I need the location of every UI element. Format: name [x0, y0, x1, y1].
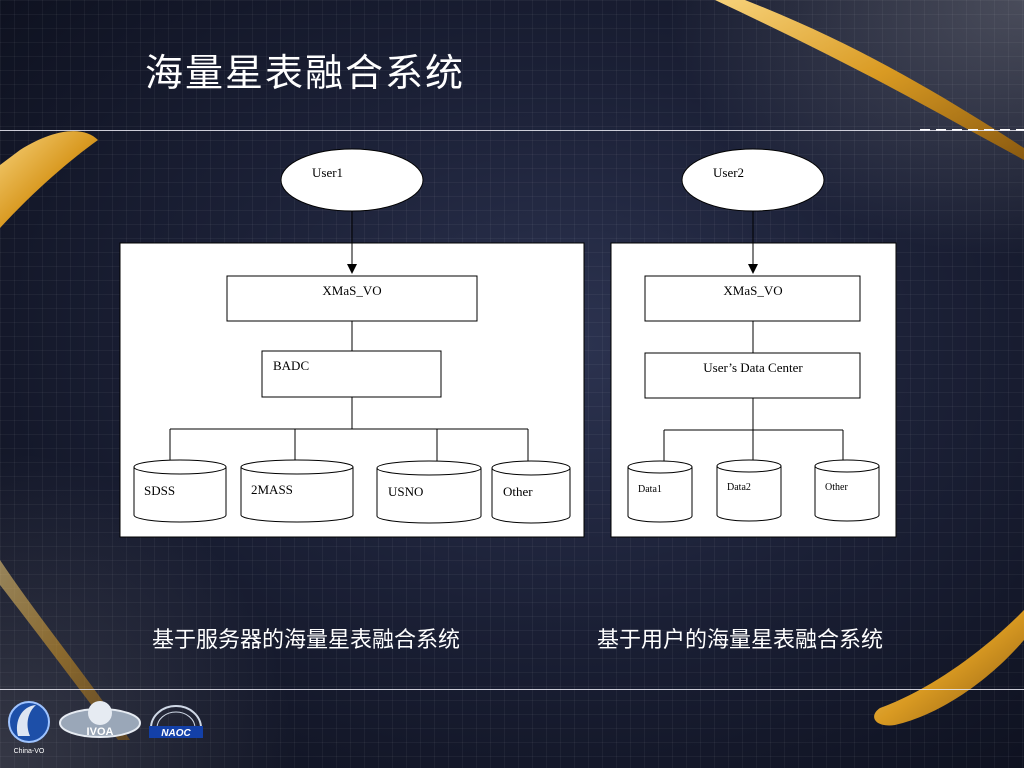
ivoa-logo-text: IVOA	[87, 726, 114, 738]
users-data-center-box	[644, 352, 861, 399]
ivoa-logo: IVOA	[59, 701, 141, 738]
db-usno: USNO	[376, 460, 482, 524]
user1-node	[280, 148, 424, 212]
db-data2-label: Data2	[727, 482, 751, 493]
slide-title: 海量星表融合系统	[145, 51, 466, 95]
badc-box	[261, 350, 442, 398]
left-vo-box	[226, 275, 478, 322]
db-other-right: Other	[814, 459, 880, 522]
user1-label: User1	[312, 165, 343, 180]
bottom-divider	[0, 689, 1024, 690]
users-data-center-label: User’s Data Center	[703, 360, 803, 375]
db-2mass-label: 2MASS	[251, 482, 293, 497]
badc-label: BADC	[273, 358, 309, 373]
db-sdss-label: SDSS	[144, 483, 175, 498]
db-data1-label: Data1	[638, 484, 662, 495]
user2-node	[681, 148, 825, 212]
left-vo-label: XMaS_VO	[322, 283, 381, 298]
naoc-logo: NAOC	[149, 705, 203, 739]
caption-user-based: 基于用户的海量星表融合系统	[597, 628, 884, 653]
db-other-right-label: Other	[825, 482, 848, 493]
db-data1: Data1	[627, 460, 693, 523]
left-diagram: User1 XMaS_VO BADC SDSS 2MASS USNO	[119, 148, 585, 538]
user2-label: User2	[713, 165, 744, 180]
top-divider	[0, 130, 1024, 131]
right-vo-box	[644, 275, 861, 322]
right-vo-label: XMaS_VO	[723, 283, 782, 298]
db-other-left-label: Other	[503, 484, 533, 499]
db-sdss: SDSS	[133, 459, 227, 523]
china-vo-logo-text: China-VO	[14, 748, 45, 755]
china-vo-logo: China-VO	[8, 701, 50, 755]
db-usno-label: USNO	[388, 484, 423, 499]
caption-server-based: 基于服务器的海量星表融合系统	[152, 628, 461, 653]
right-diagram: User2 XMaS_VO User’s Data Center Data1 D…	[610, 148, 897, 538]
db-2mass: 2MASS	[240, 459, 354, 523]
naoc-logo-text: NAOC	[161, 728, 191, 739]
db-data2: Data2	[716, 459, 782, 522]
db-other-left: Other	[491, 460, 571, 524]
